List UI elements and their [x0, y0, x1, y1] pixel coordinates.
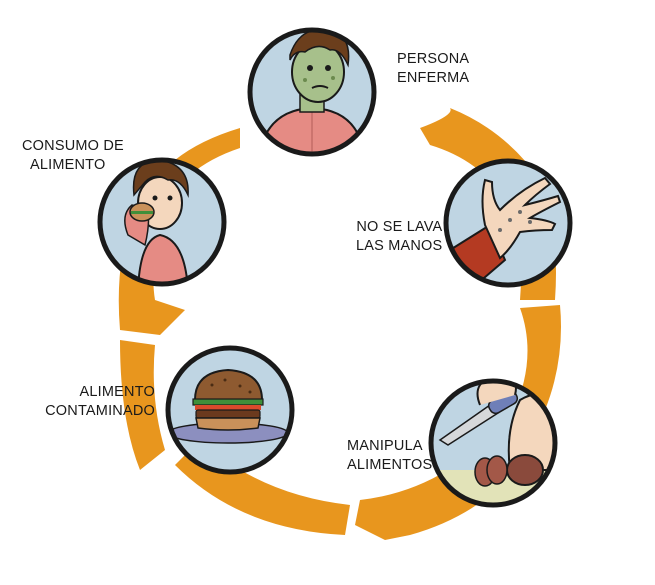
step-no-se-lava [443, 158, 573, 288]
label-line: MANIPULA [347, 438, 423, 454]
label-line: PERSONA [397, 51, 470, 67]
label-manipula: MANIPULA ALIMENTOS [347, 437, 432, 475]
label-line: CONTAMINADO [45, 403, 155, 419]
label-line: NO SE LAVA [356, 219, 443, 235]
person-eating-icon [124, 160, 190, 284]
label-line: ALIMENTO [30, 157, 106, 173]
label-consumo: CONSUMO DE ALIMENTO [22, 137, 124, 175]
label-line: LAS MANOS [356, 238, 443, 254]
label-line: ENFERMA [397, 70, 470, 86]
label-line: ALIMENTOS [347, 457, 433, 473]
label-line: ALIMENTO [79, 384, 155, 400]
burger-icon [168, 368, 289, 444]
label-no-se-lava: NO SE LAVA LAS MANOS [356, 218, 442, 256]
step-contaminado [165, 345, 295, 475]
arrow-segment-5 [120, 340, 165, 470]
step-persona-enferma [247, 27, 377, 157]
label-contaminado: ALIMENTO CONTAMINADO [43, 383, 155, 421]
label-line: CONSUMO DE [22, 138, 124, 154]
label-persona-enferma: PERSONA ENFERMA [397, 50, 469, 88]
arrow-segment-2 [520, 305, 561, 410]
arrow-segment-7 [175, 128, 240, 175]
step-consumo [97, 157, 227, 287]
step-manipula [428, 378, 558, 508]
